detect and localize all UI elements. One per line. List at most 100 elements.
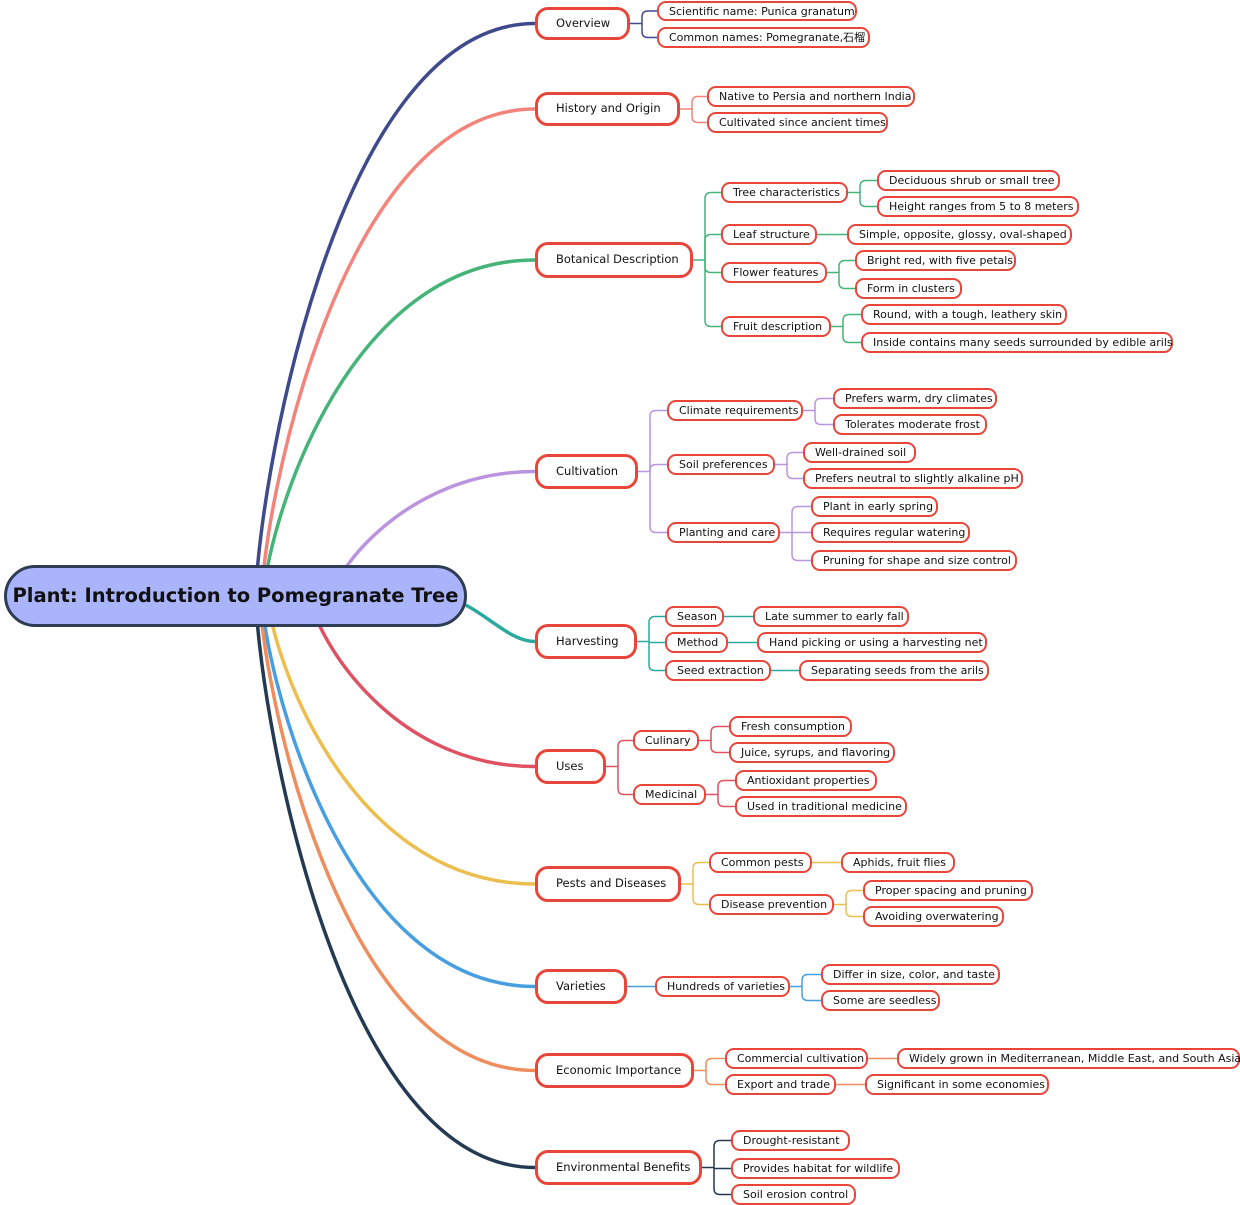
node-export-and-trade[interactable]: Export and trade xyxy=(725,1074,836,1095)
node-common-pests[interactable]: Common pests xyxy=(709,852,812,873)
node-hand-picking-or-using-a-harvesting-net[interactable]: Hand picking or using a harvesting net xyxy=(757,632,987,653)
connector-line xyxy=(705,1057,725,1071)
branch-line-botanical-description xyxy=(262,258,536,597)
node-some-are-seedless[interactable]: Some are seedless xyxy=(821,990,940,1011)
node-economic-importance[interactable]: Economic Importance xyxy=(535,1053,694,1088)
node-separating-seeds-from-the-arils[interactable]: Separating seeds from the arils xyxy=(799,660,989,681)
node-prefers-neutral-to-slightly-alkaline-ph[interactable]: Prefers neutral to slightly alkaline pH xyxy=(803,468,1023,489)
connector-line xyxy=(648,641,665,644)
node-simple-opposite-glossy-oval-shaped[interactable]: Simple, opposite, glossy, oval-shaped xyxy=(847,224,1072,245)
branch-line-economic-importance xyxy=(258,595,536,1073)
connector-line xyxy=(704,260,721,328)
node-commercial-cultivation[interactable]: Commercial cultivation xyxy=(725,1048,868,1069)
branch-line-overview xyxy=(254,21,536,597)
connector-line xyxy=(710,725,729,741)
node-botanical-description[interactable]: Botanical Description xyxy=(535,242,693,278)
node-fruit-description[interactable]: Fruit description xyxy=(721,316,831,337)
node-tolerates-moderate-frost[interactable]: Tolerates moderate frost xyxy=(833,414,987,435)
node-medicinal[interactable]: Medicinal xyxy=(633,784,706,805)
node-planting-and-care[interactable]: Planting and care xyxy=(667,522,780,543)
node-used-in-traditional-medicine[interactable]: Used in traditional medicine xyxy=(735,796,907,817)
node-harvesting[interactable]: Harvesting xyxy=(535,624,637,659)
node-overview[interactable]: Overview xyxy=(535,7,630,40)
connector-line xyxy=(717,779,735,795)
node-pruning-for-shape-and-size-control[interactable]: Pruning for shape and size control xyxy=(811,550,1017,571)
connector-line xyxy=(705,1070,725,1086)
connector-line xyxy=(692,884,709,906)
branch-line-pests-and-diseases xyxy=(266,595,536,886)
connector-line xyxy=(713,1167,731,1170)
node-season[interactable]: Season xyxy=(665,606,724,627)
node-soil-preferences[interactable]: Soil preferences xyxy=(667,454,775,475)
node-environmental-benefits[interactable]: Environmental Benefits xyxy=(535,1150,702,1185)
node-avoiding-overwatering[interactable]: Avoiding overwatering xyxy=(863,906,1004,927)
node-hundreds-of-varieties[interactable]: Hundreds of varieties xyxy=(655,976,790,997)
connector-line xyxy=(704,191,721,260)
branch-line-history-and-origin xyxy=(260,107,536,597)
node-plant-in-early-spring[interactable]: Plant in early spring xyxy=(811,496,938,517)
connector-line xyxy=(641,10,657,24)
connector-line xyxy=(801,986,821,1002)
node-culinary[interactable]: Culinary xyxy=(633,730,699,751)
connector-line xyxy=(845,889,863,905)
connector-line xyxy=(786,451,803,465)
node-scientific-name-punica-granatum[interactable]: Scientific name: Punica granatum xyxy=(657,1,857,21)
node-native-to-persia-and-northern-india[interactable]: Native to Persia and northern India xyxy=(707,86,915,107)
root-node[interactable]: Plant: Introduction to Pomegranate Tree xyxy=(4,565,467,627)
connector-line xyxy=(710,740,729,754)
node-soil-erosion-control[interactable]: Soil erosion control xyxy=(731,1184,856,1205)
node-common-names-pomegranate[interactable]: Common names: Pomegranate,石榴 xyxy=(657,27,870,48)
node-requires-regular-watering[interactable]: Requires regular watering xyxy=(811,522,970,543)
node-proper-spacing-and-pruning[interactable]: Proper spacing and pruning xyxy=(863,880,1033,901)
node-fresh-consumption[interactable]: Fresh consumption xyxy=(729,716,852,737)
node-provides-habitat-for-wildlife[interactable]: Provides habitat for wildlife xyxy=(731,1158,900,1179)
connector-line xyxy=(649,409,667,472)
node-late-summer-to-early-fall[interactable]: Late summer to early fall xyxy=(753,606,909,627)
node-differ-in-size-color-and-taste[interactable]: Differ in size, color, and taste xyxy=(821,964,1000,985)
connector-line xyxy=(692,861,709,884)
connector-line xyxy=(814,397,833,411)
branch-line-environmental-benefits xyxy=(254,595,536,1170)
node-significant-in-some-economies[interactable]: Significant in some economies xyxy=(865,1074,1049,1095)
connector-line xyxy=(842,313,861,327)
connector-line xyxy=(648,641,665,672)
node-bright-red-with-five-petals[interactable]: Bright red, with five petals xyxy=(855,250,1016,271)
connector-line xyxy=(704,260,721,274)
connector-line xyxy=(649,463,667,472)
connector-line xyxy=(838,259,855,273)
node-leaf-structure[interactable]: Leaf structure xyxy=(721,224,817,245)
branch-line-varieties xyxy=(260,595,536,989)
node-flower-features[interactable]: Flower features xyxy=(721,262,827,283)
node-varieties[interactable]: Varieties xyxy=(535,969,627,1004)
node-height-ranges-from-5-to-8-meters[interactable]: Height ranges from 5 to 8 meters xyxy=(877,196,1079,217)
node-history-and-origin[interactable]: History and Origin xyxy=(535,92,680,126)
node-cultivated-since-ancient-times[interactable]: Cultivated since ancient times xyxy=(707,112,888,133)
node-method[interactable]: Method xyxy=(665,632,728,653)
connector-line xyxy=(814,410,833,426)
connector-line xyxy=(786,464,803,480)
node-antioxidant-properties[interactable]: Antioxidant properties xyxy=(735,770,877,791)
node-widely-grown-in-mediterranean-middle-east-and-south-asia[interactable]: Widely grown in Mediterranean, Middle Ea… xyxy=(897,1048,1240,1069)
node-aphids-fruit-flies[interactable]: Aphids, fruit flies xyxy=(841,852,955,873)
connector-line xyxy=(791,532,811,562)
node-tree-characteristics[interactable]: Tree characteristics xyxy=(721,182,848,203)
node-seed-extraction[interactable]: Seed extraction xyxy=(665,660,771,681)
node-uses[interactable]: Uses xyxy=(535,749,606,784)
connector-line xyxy=(859,179,877,193)
node-disease-prevention[interactable]: Disease prevention xyxy=(709,894,834,915)
node-prefers-warm-dry-climates[interactable]: Prefers warm, dry climates xyxy=(833,388,997,409)
node-round-with-a-tough-leathery-skin[interactable]: Round, with a tough, leathery skin xyxy=(861,304,1067,325)
node-inside-contains-many-seeds-surrounded-by-edible-arils[interactable]: Inside contains many seeds surrounded by… xyxy=(861,332,1173,353)
node-drought-resistant[interactable]: Drought-resistant xyxy=(731,1130,850,1151)
node-climate-requirements[interactable]: Climate requirements xyxy=(667,400,803,421)
connector-line xyxy=(713,1139,731,1168)
connector-line xyxy=(845,904,863,918)
connector-line xyxy=(791,505,811,533)
node-cultivation[interactable]: Cultivation xyxy=(535,454,638,489)
node-pests-and-diseases[interactable]: Pests and Diseases xyxy=(535,866,681,902)
node-juice-syrups-and-flavoring[interactable]: Juice, syrups, and flavoring xyxy=(729,742,895,763)
node-deciduous-shrub-or-small-tree[interactable]: Deciduous shrub or small tree xyxy=(877,170,1060,191)
connector-line xyxy=(641,23,657,39)
node-form-in-clusters[interactable]: Form in clusters xyxy=(855,278,962,299)
node-well-drained-soil[interactable]: Well-drained soil xyxy=(803,442,916,463)
